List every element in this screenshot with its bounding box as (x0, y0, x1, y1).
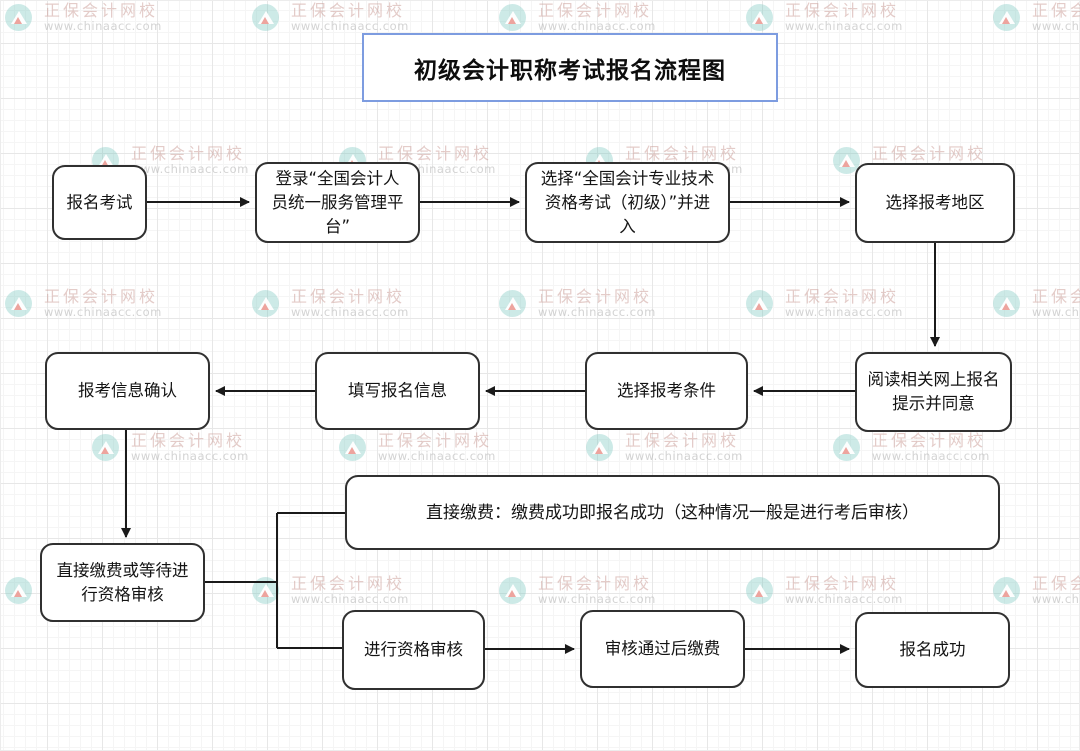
chinaacc-logo-icon (499, 577, 526, 604)
watermark-url: www.chinaacc.com (538, 592, 656, 606)
chinaacc-logo-icon (252, 290, 279, 317)
chinaacc-logo-icon (586, 434, 613, 461)
node-pay-after-review: 审核通过后缴费 (580, 610, 745, 688)
watermark-brand: 正保会计网校 (291, 287, 406, 306)
watermark-brand: 正保会计网校 (1032, 287, 1080, 306)
watermark-brand: 正保会计网校 (538, 1, 653, 20)
branch-connector (205, 512, 345, 649)
chinaacc-logo-icon (993, 577, 1020, 604)
node-read-agree: 阅读相关网上报名提示并同意 (855, 352, 1012, 432)
watermark-brand: 正保会计网校 (785, 1, 900, 20)
node-success: 报名成功 (855, 612, 1010, 688)
watermark-url: www.chinaacc.com (785, 19, 903, 33)
watermark-brand: 正保会计网校 (44, 1, 159, 20)
watermark-brand: 正保会计网校 (291, 574, 406, 593)
node-select-region: 选择报考地区 (855, 163, 1015, 243)
chinaacc-logo-icon (746, 290, 773, 317)
chinaacc-logo-icon (339, 434, 366, 461)
chinaacc-logo-icon (5, 290, 32, 317)
node-select-condition: 选择报考条件 (585, 352, 748, 430)
watermark-url: www.chinaacc.com (785, 305, 903, 319)
watermark-url: www.chinaacc.com (538, 305, 656, 319)
chinaacc-logo-icon (92, 434, 119, 461)
node-direct-pay: 直接缴费：缴费成功即报名成功（这种情况一般是进行考后审核） (345, 475, 1000, 550)
chinaacc-logo-icon (499, 4, 526, 31)
chinaacc-logo-icon (993, 4, 1020, 31)
watermark-brand: 正保会计网校 (785, 574, 900, 593)
chinaacc-logo-icon (252, 577, 279, 604)
node-start: 报名考试 (52, 165, 147, 240)
diagram-title: 初级会计职称考试报名流程图 (362, 33, 778, 102)
chinaacc-logo-icon (5, 4, 32, 31)
watermark-url: www.chinaacc.com (378, 449, 496, 463)
watermark-brand: 正保会计网校 (131, 144, 246, 163)
chinaacc-logo-icon (252, 4, 279, 31)
watermark-url: www.chinaacc.com (872, 449, 990, 463)
watermark-brand: 正保会计网校 (872, 144, 987, 163)
watermark-brand: 正保会计网校 (44, 287, 159, 306)
watermark-url: www.chinaacc.com (44, 19, 162, 33)
chinaacc-logo-icon (499, 290, 526, 317)
watermark-brand: 正保会计网校 (1032, 1, 1080, 20)
chinaacc-logo-icon (746, 4, 773, 31)
watermark-url: www.chinaacc.com (1032, 305, 1080, 319)
watermark-url: www.chinaacc.com (131, 162, 249, 176)
watermark-brand: 正保会计网校 (291, 1, 406, 20)
chinaacc-logo-icon (5, 577, 32, 604)
watermark-brand: 正保会计网校 (625, 144, 740, 163)
watermark-url: www.chinaacc.com (1032, 592, 1080, 606)
watermark-brand: 正保会计网校 (378, 144, 493, 163)
watermark-url: www.chinaacc.com (785, 592, 903, 606)
watermark-url: www.chinaacc.com (291, 305, 409, 319)
watermark-brand: 正保会计网校 (785, 287, 900, 306)
watermark-url: www.chinaacc.com (131, 449, 249, 463)
node-select-exam: 选择“全国会计专业技术资格考试（初级）”并进入 (525, 162, 730, 243)
watermark-url: www.chinaacc.com (44, 305, 162, 319)
chinaacc-logo-icon (746, 577, 773, 604)
node-fill-info: 填写报名信息 (315, 352, 480, 430)
chinaacc-logo-icon (993, 290, 1020, 317)
node-login: 登录“全国会计人员统一服务管理平台” (255, 162, 420, 243)
watermark-url: www.chinaacc.com (291, 19, 409, 33)
watermark-brand: 正保会计网校 (625, 431, 740, 450)
watermark-brand: 正保会计网校 (131, 431, 246, 450)
watermark-url: www.chinaacc.com (625, 449, 743, 463)
chinaacc-logo-icon (833, 434, 860, 461)
watermark-url: www.chinaacc.com (291, 592, 409, 606)
watermark-brand: 正保会计网校 (872, 431, 987, 450)
watermark-brand: 正保会计网校 (1032, 574, 1080, 593)
node-pay-or-wait: 直接缴费或等待进行资格审核 (40, 543, 205, 622)
node-review: 进行资格审核 (342, 610, 485, 690)
watermark-url: www.chinaacc.com (538, 19, 656, 33)
watermark-brand: 正保会计网校 (538, 287, 653, 306)
node-confirm-info: 报考信息确认 (45, 352, 210, 430)
watermark-brand: 正保会计网校 (538, 574, 653, 593)
watermark-url: www.chinaacc.com (1032, 19, 1080, 33)
watermark-brand: 正保会计网校 (378, 431, 493, 450)
